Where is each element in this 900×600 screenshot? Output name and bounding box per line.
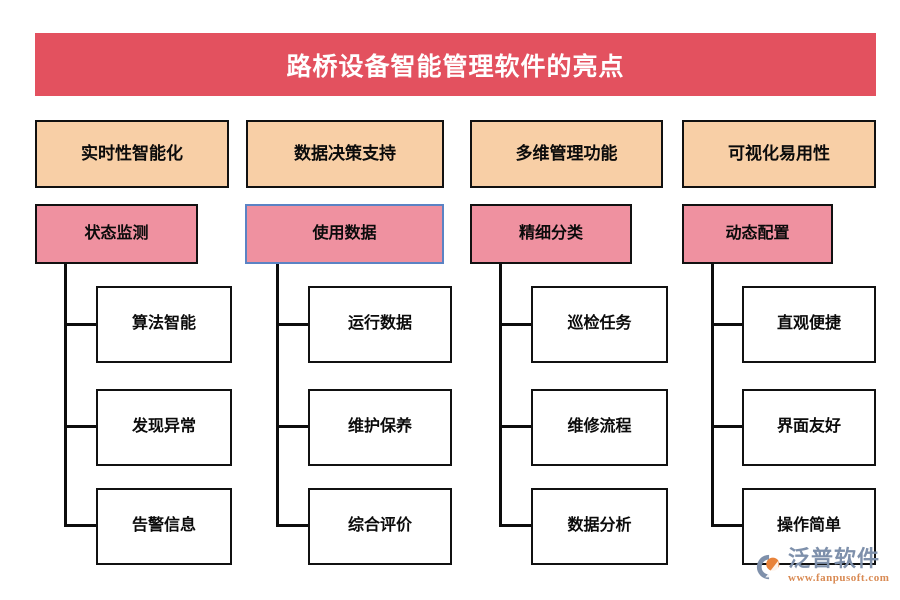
connector-branch-col3-leaf2 — [499, 425, 533, 428]
leaf-box-col1-2[interactable]: 发现异常 — [96, 389, 232, 466]
connector-trunk-col1 — [64, 263, 67, 527]
watermark-url: www.fanpusoft.com — [788, 572, 890, 584]
leaf-box-col2-1[interactable]: 运行数据 — [308, 286, 452, 363]
leaf-box-col1-1[interactable]: 算法智能 — [96, 286, 232, 363]
connector-branch-col2-leaf2 — [276, 425, 310, 428]
connector-branch-col2-leaf3 — [276, 524, 310, 527]
diagram-title-bar: 路桥设备智能管理软件的亮点 — [35, 33, 876, 96]
connector-trunk-col4 — [711, 263, 714, 527]
leaf-box-col3-2[interactable]: 维修流程 — [531, 389, 668, 466]
connector-trunk-col2 — [276, 263, 279, 527]
connector-branch-col1-leaf2 — [64, 425, 98, 428]
connector-trunk-col3 — [499, 263, 502, 527]
level1-box-col4[interactable]: 可视化易用性 — [682, 120, 876, 188]
connector-branch-col1-leaf1 — [64, 323, 98, 326]
leaf-box-col3-1[interactable]: 巡检任务 — [531, 286, 668, 363]
leaf-box-col4-2[interactable]: 界面友好 — [742, 389, 876, 466]
level1-box-col2[interactable]: 数据决策支持 — [246, 120, 444, 188]
level1-box-col3[interactable]: 多维管理功能 — [470, 120, 663, 188]
leaf-box-col2-2[interactable]: 维护保养 — [308, 389, 452, 466]
connector-branch-col3-leaf1 — [499, 323, 533, 326]
connector-branch-col4-leaf3 — [711, 524, 745, 527]
leaf-box-col4-1[interactable]: 直观便捷 — [742, 286, 876, 363]
diagram-title: 路桥设备智能管理软件的亮点 — [286, 52, 625, 81]
connector-branch-col3-leaf3 — [499, 524, 533, 527]
connector-branch-col2-leaf1 — [276, 323, 310, 326]
level2-box-col1[interactable]: 状态监测 — [35, 204, 198, 264]
connector-branch-col4-leaf2 — [711, 425, 745, 428]
leaf-box-col1-3[interactable]: 告警信息 — [96, 488, 232, 565]
level2-box-col3[interactable]: 精细分类 — [470, 204, 632, 264]
leaf-box-col2-3[interactable]: 综合评价 — [308, 488, 452, 565]
level2-box-col2[interactable]: 使用数据 — [245, 204, 444, 264]
connector-branch-col1-leaf3 — [64, 524, 98, 527]
leaf-box-col4-3[interactable]: 操作简单 — [742, 488, 876, 565]
level1-box-col1[interactable]: 实时性智能化 — [35, 120, 229, 188]
level2-box-col4[interactable]: 动态配置 — [682, 204, 833, 264]
connector-branch-col4-leaf1 — [711, 323, 745, 326]
leaf-box-col3-3[interactable]: 数据分析 — [531, 488, 668, 565]
